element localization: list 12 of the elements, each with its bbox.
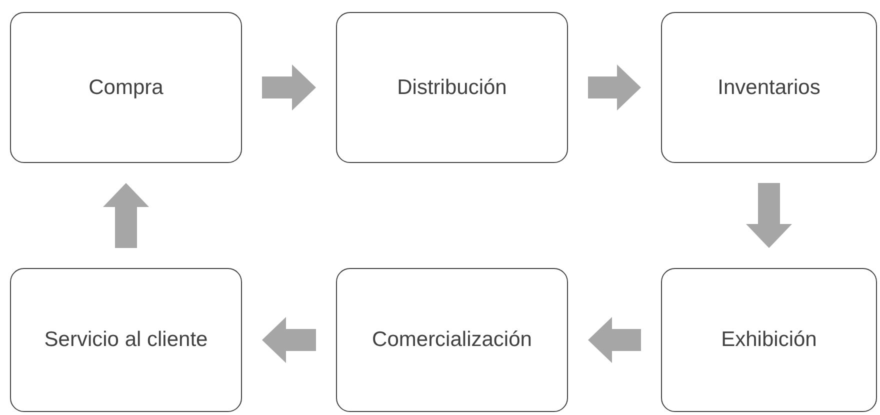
step-label: Exhibición bbox=[721, 328, 817, 352]
process-box bbox=[661, 12, 877, 163]
process-box bbox=[10, 268, 242, 412]
step-label: Comercialización bbox=[372, 328, 532, 352]
process-box bbox=[336, 268, 568, 412]
step-label: Compra bbox=[88, 76, 164, 100]
process-box bbox=[661, 268, 877, 412]
step-label: Servicio al cliente bbox=[44, 328, 208, 352]
step-label: Distribución bbox=[397, 76, 507, 100]
step-label: Inventarios bbox=[718, 76, 820, 100]
process-box bbox=[10, 12, 242, 163]
process-box bbox=[336, 12, 568, 163]
